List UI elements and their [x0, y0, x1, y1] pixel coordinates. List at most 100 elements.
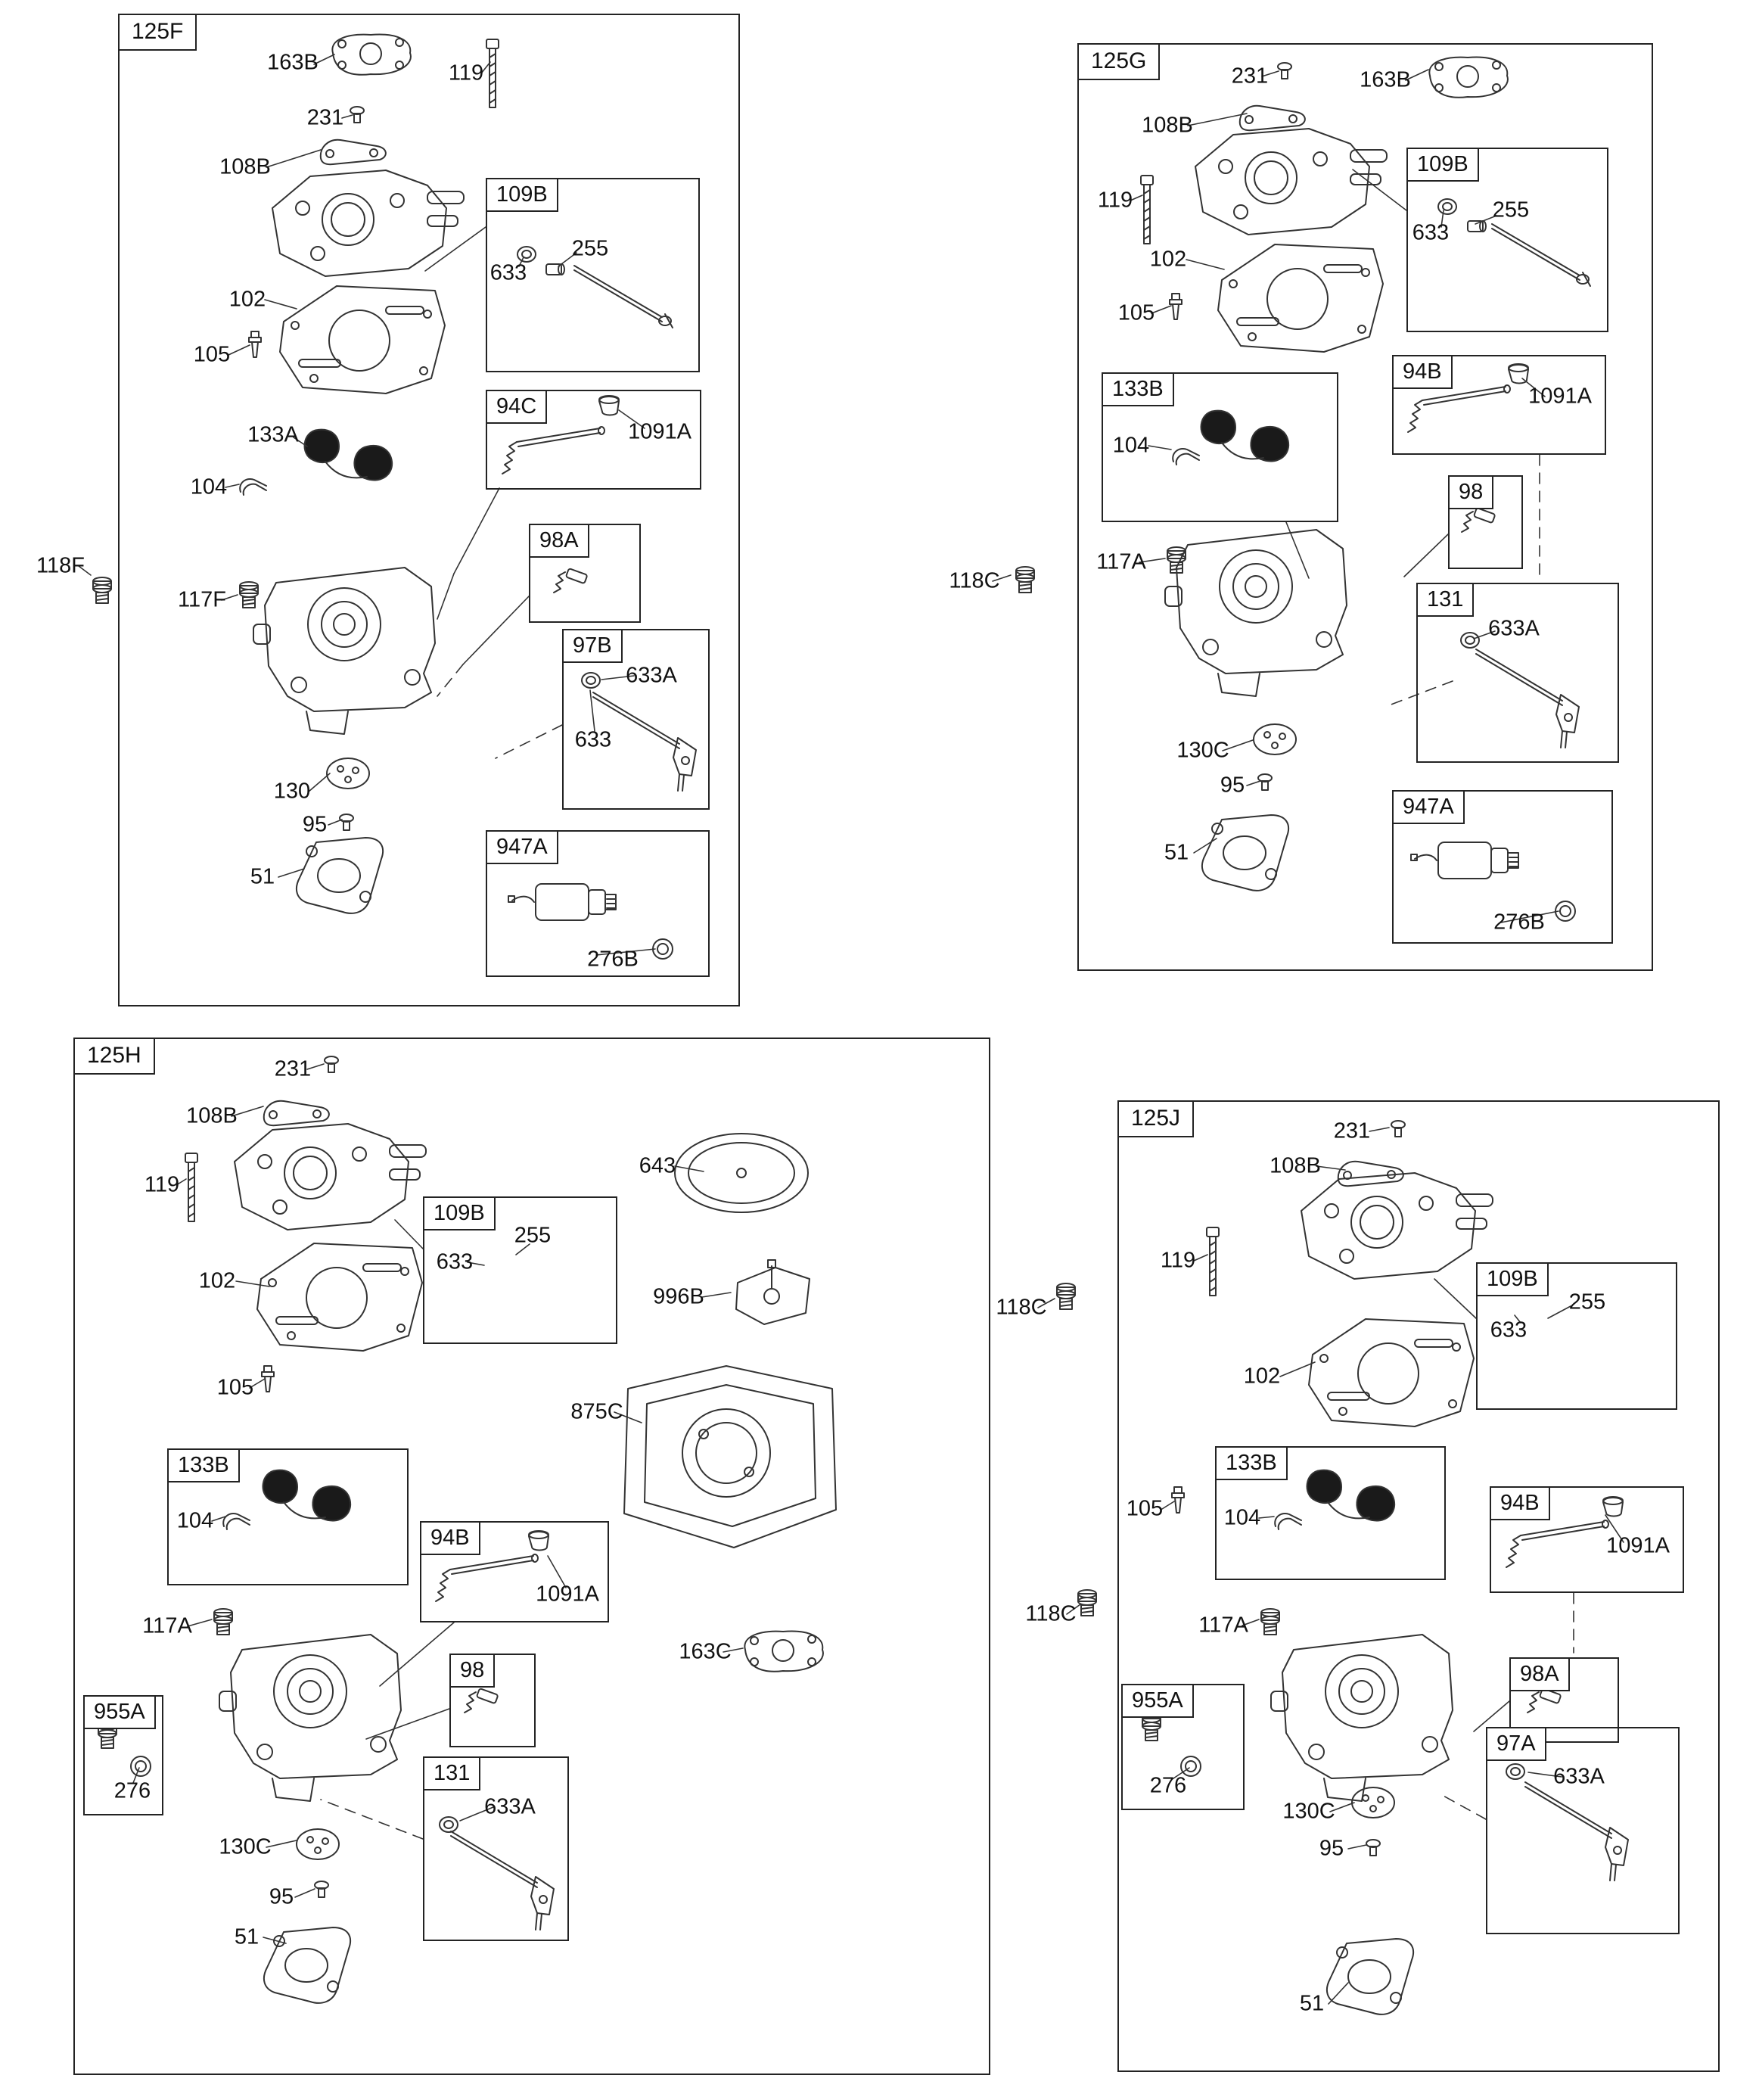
panel-125H: 125H: [73, 1038, 990, 2075]
part-callout-633A: 633A: [484, 1794, 536, 1819]
subbox-94B: 94B: [1392, 355, 1606, 455]
part-callout-276B: 276B: [587, 947, 639, 972]
subbox-label: 947A: [1392, 790, 1465, 825]
part-callout-1091A: 1091A: [1606, 1533, 1670, 1558]
part-callout-133A: 133A: [247, 422, 299, 447]
part-callout-108B: 108B: [186, 1103, 238, 1128]
part-callout-255: 255: [571, 236, 609, 261]
part-callout-105: 105: [193, 342, 231, 367]
panel-125J-artwork: [1142, 1120, 1629, 2015]
part-callout-51: 51: [234, 1924, 259, 1949]
subbox-97A: 97A: [1486, 1727, 1680, 1934]
subbox-947A: 947A: [1392, 790, 1613, 944]
part-callout-996B: 996B: [653, 1284, 704, 1309]
fitting-118f-icon: [92, 577, 112, 604]
leader-lines: [78, 565, 1081, 1615]
part-callout-108B: 108B: [1142, 113, 1193, 138]
subbox-109B: 109B: [1476, 1262, 1677, 1410]
part-callout-255: 255: [1492, 198, 1530, 222]
panel-125J: 125J: [1117, 1100, 1720, 2072]
part-callout-117A: 117A: [142, 1613, 192, 1638]
part-callout-102: 102: [198, 1268, 236, 1293]
subbox-label: 97A: [1486, 1727, 1546, 1762]
part-callout-633A: 633A: [1553, 1764, 1605, 1789]
subbox-94B: 94B: [1490, 1486, 1684, 1593]
subbox-label: 109B: [486, 178, 558, 213]
part-callout-118C: 118C: [949, 568, 1000, 593]
fitting-118c-icon: [1015, 566, 1035, 593]
panel-125G-artwork: [1130, 56, 1591, 923]
part-callout-1091A: 1091A: [536, 1582, 599, 1607]
subbox-109B: 109B: [1406, 148, 1608, 332]
part-callout-130C: 130C: [219, 1834, 272, 1859]
subbox-109B: 109B: [423, 1196, 617, 1344]
part-callout-633: 633: [436, 1249, 474, 1274]
subbox-label: 955A: [83, 1695, 156, 1730]
subbox-955A: 955A: [83, 1695, 163, 1815]
part-callout-108B: 108B: [1270, 1153, 1321, 1178]
subbox-98: 98: [1448, 475, 1523, 569]
part-callout-119: 119: [144, 1172, 180, 1197]
panel-label: 125J: [1117, 1100, 1195, 1137]
subbox-133B: 133B: [1102, 372, 1338, 522]
part-callout-276: 276: [113, 1778, 151, 1803]
part-callout-163B: 163B: [267, 50, 319, 75]
subbox-109B: 109B: [486, 178, 700, 372]
subbox-label: 131: [1416, 583, 1475, 618]
subbox-label: 133B: [167, 1448, 240, 1483]
subbox-label: 98: [1448, 475, 1494, 510]
part-callout-643: 643: [639, 1153, 676, 1178]
subbox-label: 98A: [1509, 1657, 1570, 1692]
part-callout-118C: 118C: [1025, 1601, 1077, 1626]
subbox-label: 131: [423, 1756, 481, 1791]
subbox-133B: 133B: [167, 1448, 409, 1585]
part-callout-51: 51: [1164, 840, 1189, 865]
subbox-label: 947A: [486, 830, 558, 865]
part-callout-95: 95: [302, 812, 328, 837]
subbox-94C: 94C: [486, 390, 701, 490]
leader-lines: [1130, 69, 1559, 923]
subbox-133B: 133B: [1215, 1446, 1446, 1580]
part-callout-119: 119: [448, 61, 484, 86]
subbox-97B: 97B: [562, 629, 710, 810]
part-callout-117F: 117F: [178, 587, 226, 612]
part-callout-231: 231: [274, 1056, 312, 1081]
subbox-131: 131: [1416, 583, 1619, 763]
panel-label: 125G: [1077, 43, 1161, 80]
part-callout-95: 95: [1220, 773, 1245, 798]
subbox-label: 94B: [1490, 1486, 1550, 1521]
part-callout-102: 102: [1243, 1364, 1281, 1389]
part-callout-108B: 108B: [219, 154, 271, 179]
panel-125F: 125F: [118, 14, 740, 1006]
subbox-label: 97B: [562, 629, 623, 664]
subbox-label: 109B: [1476, 1262, 1549, 1297]
part-callout-105: 105: [216, 1375, 254, 1400]
part-callout-633A: 633A: [1488, 616, 1540, 641]
subbox-98A: 98A: [1509, 1657, 1619, 1743]
part-callout-633: 633: [574, 727, 612, 752]
part-callout-119: 119: [1097, 188, 1133, 213]
part-callout-276: 276: [1149, 1773, 1187, 1798]
subbox-label: 109B: [1406, 148, 1479, 182]
leader-lines: [221, 54, 656, 956]
part-callout-105: 105: [1126, 1496, 1164, 1521]
part-callout-1091A: 1091A: [1528, 384, 1592, 409]
part-callout-102: 102: [228, 287, 266, 312]
leader-lines: [132, 1063, 744, 1944]
part-callout-104: 104: [1112, 433, 1150, 458]
subbox-label: 109B: [423, 1196, 496, 1231]
part-callout-633: 633: [1412, 220, 1450, 245]
part-callout-105: 105: [1117, 300, 1155, 325]
part-callout-104: 104: [176, 1508, 214, 1533]
part-callout-633: 633: [489, 260, 527, 285]
panel-125F-artwork: [221, 33, 697, 960]
part-callout-118F: 118F: [36, 553, 85, 578]
leader-lines: [1161, 1127, 1624, 2005]
part-callout-255: 255: [514, 1223, 552, 1248]
fitting-118c-icon: [1056, 1283, 1076, 1310]
part-callout-51: 51: [1299, 1991, 1325, 2016]
subbox-label: 98A: [529, 524, 589, 558]
subbox-label: 98: [449, 1654, 496, 1688]
subbox-947A: 947A: [486, 830, 710, 977]
